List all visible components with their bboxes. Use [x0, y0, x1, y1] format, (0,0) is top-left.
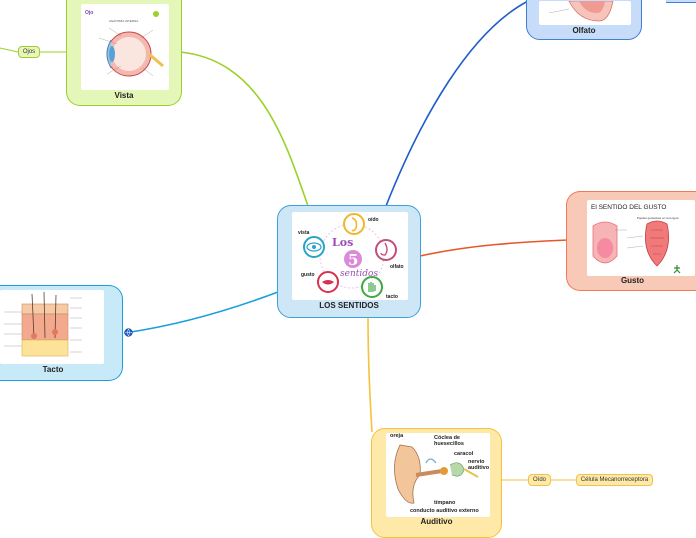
- gusto-image-subtitle: Papilas gustativas en la lengua: [637, 216, 679, 220]
- offscreen-olfato-tab: [666, 0, 696, 3]
- ear-label-timpano: tímpano: [434, 500, 456, 506]
- node-label: Tacto: [42, 365, 64, 374]
- figure-icon: [673, 265, 681, 274]
- label-oido: oído: [368, 217, 379, 223]
- node-label: Olfato: [572, 26, 596, 35]
- ear-icon: [343, 213, 365, 235]
- eye-anatomy-image: Ojo ANATOMÍA INTERNA: [81, 4, 169, 90]
- senses-image: Los 5 sentidos oído vista olfato gusto t…: [292, 212, 408, 300]
- label-vista: vista: [298, 230, 310, 236]
- ear-label-conducto: conducto auditivo externo: [410, 508, 479, 514]
- title-num: 5: [348, 251, 358, 269]
- skin-anatomy-image: [0, 290, 104, 364]
- label-gusto: gusto: [301, 272, 315, 278]
- five-senses-illustration: Los 5 sentidos oído vista olfato gusto t…: [298, 213, 404, 300]
- node-gusto[interactable]: El SENTIDO DEL GUSTO Papilas gustativas …: [566, 191, 696, 291]
- node-auditivo[interactable]: oreja Cóclea de huesecillos caracol nerv…: [371, 428, 502, 538]
- ear-label-huesecillos: Cóclea de huesecillos: [434, 435, 464, 447]
- node-olfato[interactable]: Olfato: [526, 0, 642, 40]
- subtopic-celula-mecanorreceptora[interactable]: Célula Mecanorreceptora: [576, 474, 653, 486]
- node-label: LOS SENTIDOS: [319, 301, 379, 310]
- gusto-image-title: El SENTIDO DEL GUSTO: [591, 204, 667, 211]
- tongue-image: El SENTIDO DEL GUSTO Papilas gustativas …: [587, 200, 695, 276]
- title-los: Los: [332, 236, 353, 249]
- node-vista[interactable]: Ojo ANATOMÍA INTERNA Vista: [66, 0, 182, 106]
- label-tacto: tacto: [386, 294, 398, 300]
- node-label: Gusto: [620, 276, 645, 285]
- link-ojos-left: [0, 47, 19, 53]
- node-label: Vista: [114, 91, 134, 100]
- hand-icon: [361, 276, 383, 298]
- eye-image-subtitle: ANATOMÍA INTERNA: [109, 19, 138, 23]
- node-tacto[interactable]: Tacto: [0, 285, 123, 381]
- ear-label-nervio: nervio auditivo: [468, 459, 490, 471]
- title-sentidos: sentidos: [340, 269, 378, 279]
- ear-anatomy-image: [386, 433, 490, 517]
- tongue-diagram: El SENTIDO DEL GUSTO Papilas gustativas …: [591, 204, 679, 267]
- label-olfato: olfato: [390, 264, 404, 270]
- link-tacto: [123, 291, 279, 334]
- link-olfato: [385, 0, 531, 207]
- skin-anatomy-diagram: [4, 291, 82, 357]
- link-auditivo: [367, 317, 373, 433]
- subtopic-ojos[interactable]: Ojos: [18, 46, 40, 58]
- nose-icon: [375, 239, 397, 261]
- nose-anatomy-diagram: [548, 1, 614, 22]
- link-gusto: [419, 239, 569, 257]
- connector-lines: [0, 0, 576, 481]
- subtopic-oido[interactable]: Oído: [528, 474, 551, 486]
- nose-anatomy-image: [539, 1, 631, 25]
- node-los-sentidos[interactable]: Los 5 sentidos oído vista olfato gusto t…: [277, 205, 421, 318]
- eye-image-title: Ojo: [85, 10, 93, 16]
- node-label: Auditivo: [420, 517, 453, 526]
- link-vista: [179, 51, 309, 207]
- eye-anatomy-diagram: Ojo ANATOMÍA INTERNA: [85, 10, 164, 77]
- globe-icon[interactable]: [124, 328, 133, 337]
- ear-anatomy-diagram: [394, 444, 479, 504]
- ear-label-oreja: oreja: [390, 433, 404, 439]
- ear-label-caracol: caracol: [454, 451, 474, 457]
